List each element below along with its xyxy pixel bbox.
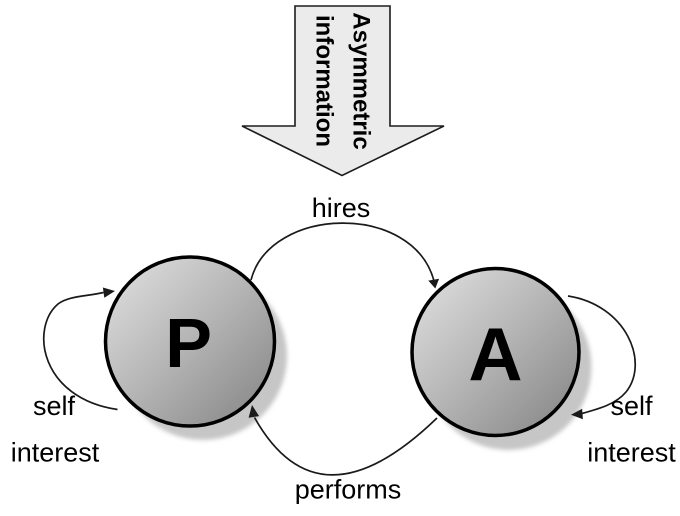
svg-text:interest: interest bbox=[587, 438, 676, 468]
svg-text:performs: performs bbox=[295, 475, 402, 505]
svg-text:interest: interest bbox=[11, 438, 100, 468]
svg-text:self: self bbox=[33, 391, 76, 421]
svg-text:P: P bbox=[165, 304, 212, 382]
svg-text:hires: hires bbox=[312, 193, 371, 223]
svg-text:self: self bbox=[610, 391, 653, 421]
svg-text:Asymmetric: Asymmetric bbox=[348, 12, 375, 149]
svg-text:information: information bbox=[311, 15, 338, 147]
svg-text:A: A bbox=[468, 312, 522, 396]
